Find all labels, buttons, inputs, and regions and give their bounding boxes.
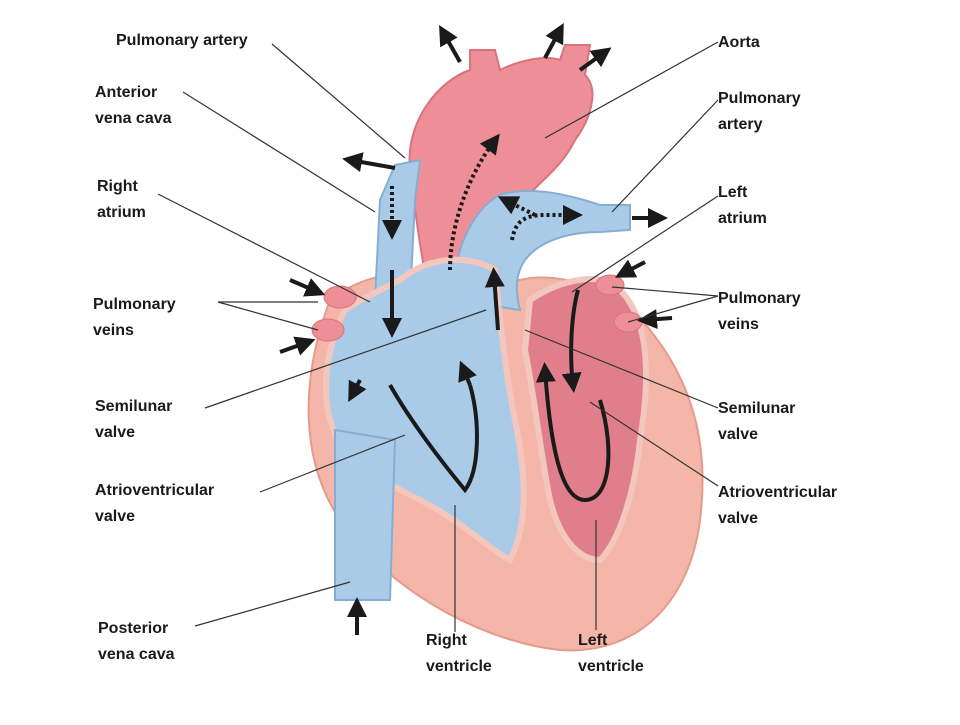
flow-arrow [561,289,582,393]
flow-arrow [439,25,462,63]
flow-arrow [543,22,564,59]
label-line: artery [718,116,763,133]
label-line: Pulmonary artery [116,32,248,49]
flow-arrow [484,267,505,331]
label-line: vena cava [98,646,175,663]
label-line: veins [93,322,134,339]
label-line: Pulmonary [93,296,176,313]
flow-arrow [614,259,646,278]
label-pulmonary-veins-left: Pulmonary veins [93,292,176,344]
label-pulmonary-veins-right: Pulmonary veins [718,286,801,338]
label-pulmonary-artery-left: Pulmonary artery [116,28,248,54]
flow-arrow [535,362,611,503]
label-line: valve [718,510,759,527]
label-anterior-vena-cava: Anterior vena cava [95,80,172,132]
label-pulmonary-artery-right: Pulmonary artery [718,86,801,138]
dotted-flow-arrow [497,196,536,217]
flow-arrow [348,379,367,403]
label-line: Semilunar [718,400,796,417]
label-line: atrium [718,210,767,227]
label-line: Pulmonary [718,290,801,307]
label-line: Right [426,632,467,649]
label-av-valve-left: Atrioventricular valve [95,478,214,530]
label-line: ventricle [578,658,644,675]
dotted-flow-arrow [448,133,500,271]
label-right-ventricle: Right ventricle [426,628,492,680]
label-line: valve [95,424,136,441]
label-left-atrium: Left atrium [718,180,767,232]
flow-arrow [388,384,479,494]
label-line: Left [718,184,748,201]
label-line: Right [97,178,138,195]
flow-arrow [458,360,477,386]
label-right-atrium: Right atrium [97,174,146,226]
label-line: Atrioventricular [95,482,215,499]
label-line: Semilunar [95,398,173,415]
label-aorta: Aorta [718,30,760,56]
label-line: valve [718,426,759,443]
label-av-valve-right: Atrioventricular valve [718,480,837,532]
label-posterior-vena-cava: Posterior vena cava [98,616,175,668]
label-line: ventricle [426,658,492,675]
label-line: Atrioventricular [718,484,838,501]
pulmonary-vein-right-upper [595,274,625,296]
label-line: valve [95,508,136,525]
flow-arrow [637,309,673,330]
label-line: Left [578,632,608,649]
label-line: Pulmonary [718,90,801,107]
leader-lines [157,41,719,632]
pulmonary-vein-left-lower [311,318,345,342]
label-line: veins [718,316,759,333]
label-line: vena cava [95,110,172,127]
flow-arrow [342,152,396,172]
label-line: Aorta [718,34,760,51]
pulmonary-vein-left-upper [323,285,357,309]
posterior-vena-cava-vessel [334,428,397,601]
flow-arrow [578,47,612,72]
label-left-ventricle: Left ventricle [578,628,644,680]
label-semilunar-valve-left: Semilunar valve [95,394,172,446]
label-line: Anterior [95,84,158,101]
label-line: atrium [97,204,146,221]
label-line: Posterior [98,620,169,637]
label-semilunar-valve-right: Semilunar valve [718,396,795,448]
flow-arrow [279,336,316,356]
flow-arrow [289,278,326,297]
